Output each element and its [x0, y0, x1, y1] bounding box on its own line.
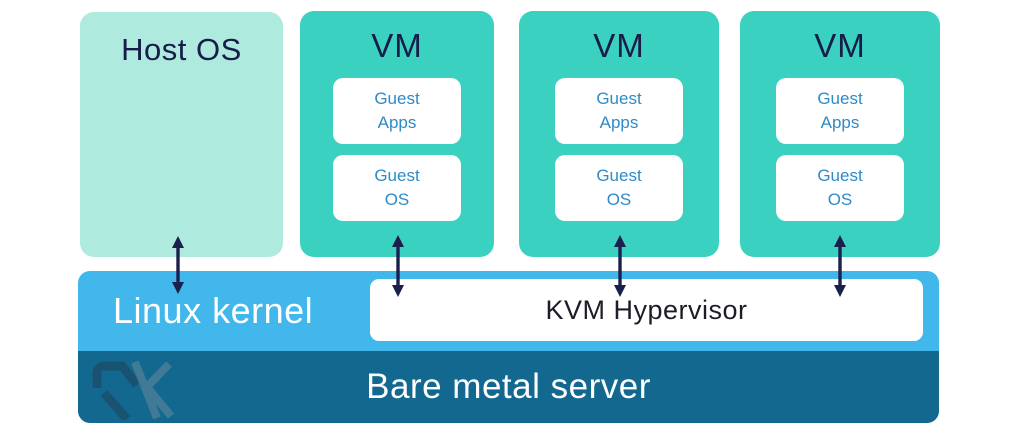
- vm-3-guest-apps-box: Guest Apps: [776, 78, 904, 144]
- vm-1-guest-apps-box: Guest Apps: [333, 78, 461, 144]
- vm-1-guest-apps-label: Guest Apps: [374, 89, 420, 132]
- linux-kernel-label: Linux kernel: [113, 290, 314, 331]
- vm-1-guest-os-label: Guest OS: [374, 166, 420, 209]
- vm-1-label: VM: [371, 27, 423, 64]
- rk-logo-icon: [92, 360, 175, 420]
- vm-2-guest-os-label: Guest OS: [596, 166, 642, 209]
- vm-3-guest-apps-label: Guest Apps: [817, 89, 863, 132]
- linux-kernel-bar: Linux kernel KVM Hypervisor: [78, 271, 939, 351]
- vm-2-guest-apps-label: Guest Apps: [596, 89, 642, 132]
- vm-1-guest-os-box: Guest OS: [333, 155, 461, 221]
- kvm-hypervisor-box: KVM Hypervisor: [370, 279, 923, 341]
- vm-2-guest-apps-box: Guest Apps: [555, 78, 683, 144]
- vm-box-2: VM Guest Apps Guest OS: [519, 11, 719, 257]
- vm-3-guest-os-box: Guest OS: [776, 155, 904, 221]
- bare-metal-server-bar: Bare metal server: [78, 351, 939, 423]
- vm-box-1: VM Guest Apps Guest OS: [300, 11, 494, 257]
- host-os-box: Host OS: [80, 12, 283, 257]
- vm-3-guest-os-label: Guest OS: [817, 166, 863, 209]
- vm2-hypervisor-arrow-icon: [614, 235, 626, 297]
- vm-box-3: VM Guest Apps Guest OS: [740, 11, 940, 257]
- kvm-hypervisor-label: KVM Hypervisor: [545, 294, 748, 325]
- host-os-label: Host OS: [121, 32, 242, 67]
- host-kernel-arrow-icon: [172, 236, 184, 294]
- vm-2-guest-os-box: Guest OS: [555, 155, 683, 221]
- bare-metal-server-label: Bare metal server: [366, 367, 651, 406]
- vm3-hypervisor-arrow-icon: [834, 235, 846, 297]
- vm1-hypervisor-arrow-icon: [392, 235, 404, 297]
- vm-2-label: VM: [593, 27, 645, 64]
- vm-3-label: VM: [814, 27, 866, 64]
